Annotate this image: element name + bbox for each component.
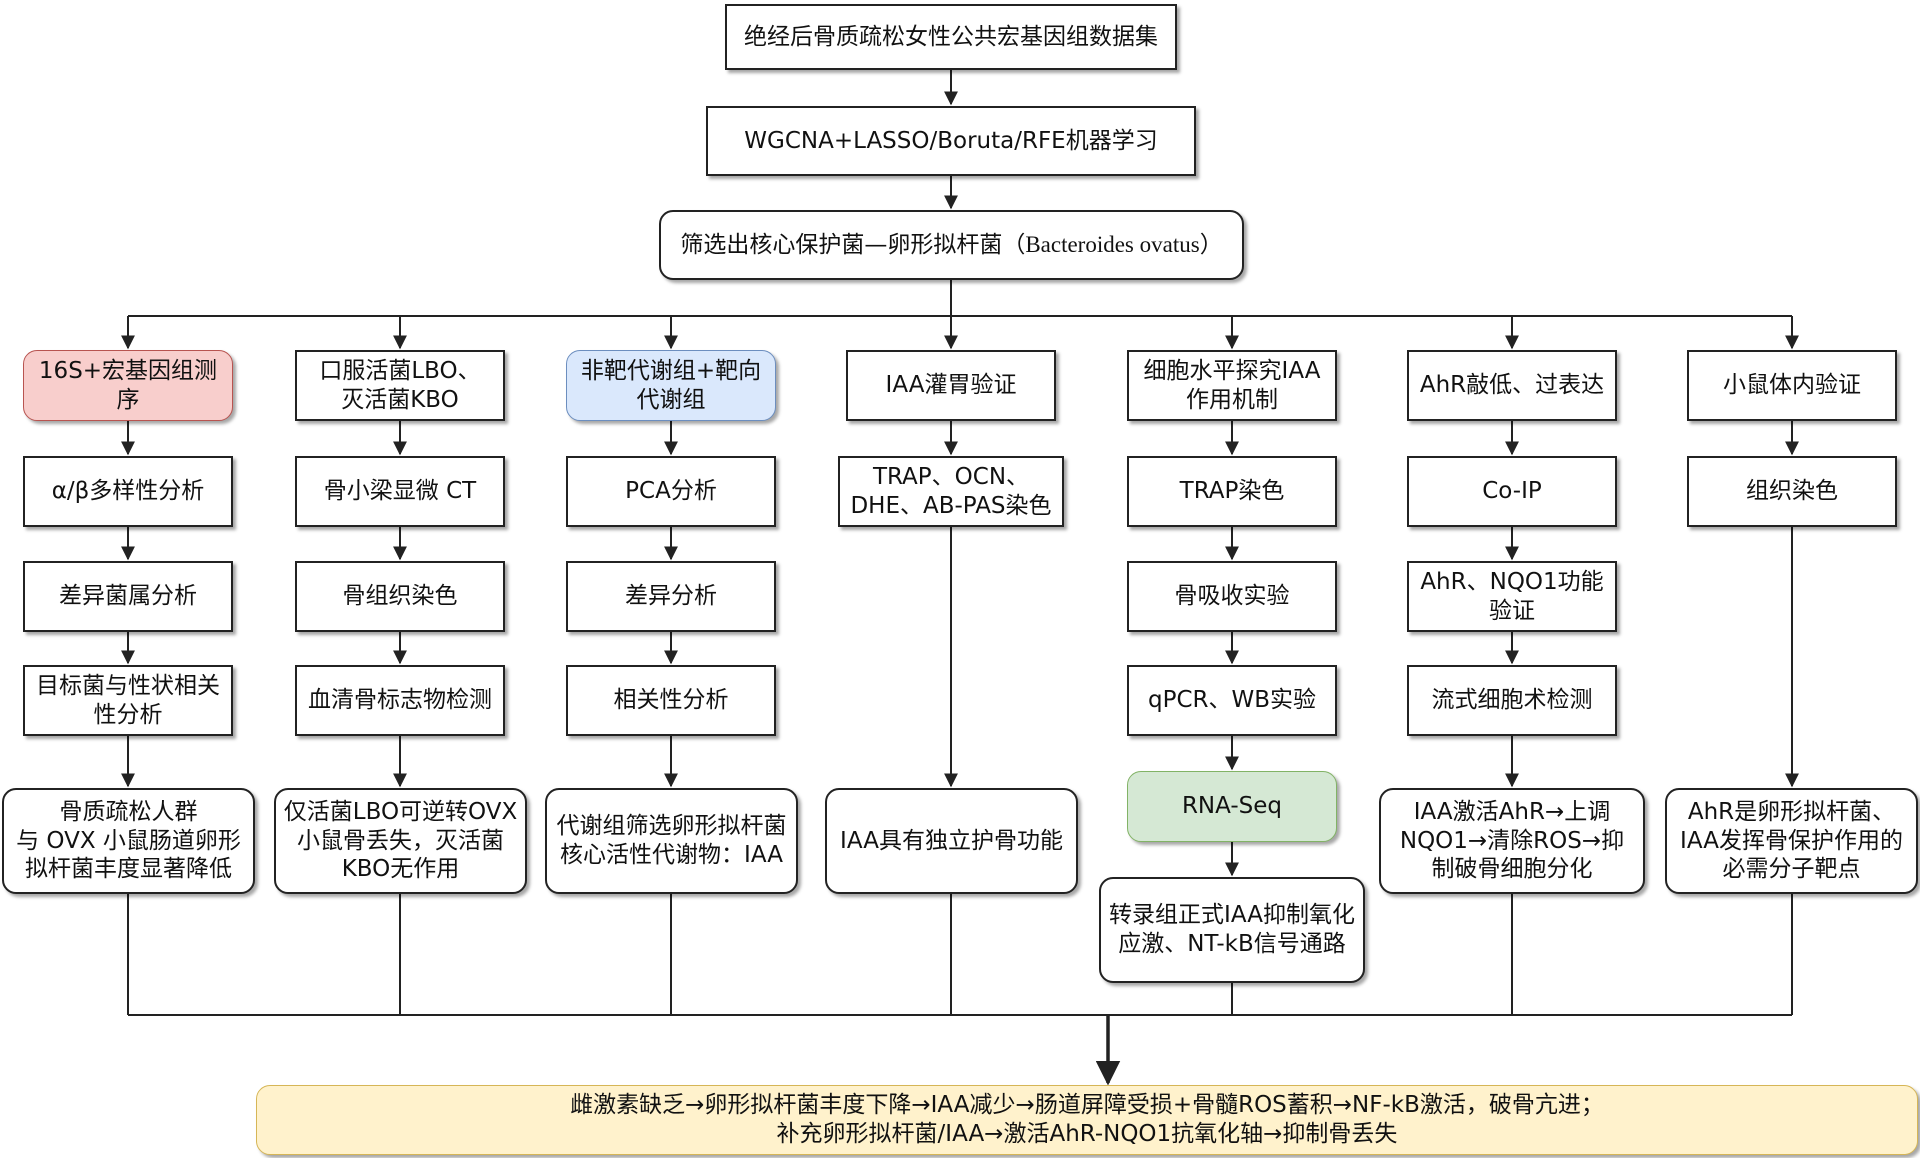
col1-step1: α/β多样性分析	[23, 456, 233, 527]
col6-result: IAA激活AhR→上调 NQO1→清除ROS→抑 制破骨细胞分化	[1379, 788, 1645, 894]
col2-step2: 骨组织染色	[295, 561, 505, 632]
col5-head: 细胞水平探究IAA 作用机制	[1127, 350, 1337, 421]
dataset-box: 绝经后骨质疏松女性公共宏基因组数据集	[725, 4, 1177, 70]
conclusion-line-2: 补充卵形拟杆菌/IAA→激活AhR-NQO1抗氧化轴→抑制骨丢失	[776, 1121, 1398, 1147]
col7-result: AhR是卵形拟杆菌、 IAA发挥骨保护作用的 必需分子靶点	[1665, 788, 1918, 894]
col3-step1: PCA分析	[566, 456, 776, 527]
col5-rnaseq: RNA-Seq	[1127, 771, 1337, 842]
ml-box: WGCNA+LASSO/Boruta/RFE机器学习	[706, 106, 1196, 176]
col5-result: 转录组正式IAA抑制氧化 应激、NT-kB信号通路	[1099, 877, 1365, 983]
col5-step3: qPCR、WB实验	[1127, 665, 1337, 736]
col2-head: 口服活菌LBO、 灭活菌KBO	[295, 350, 505, 421]
col1-step3: 目标菌与性状相关 性分析	[23, 665, 233, 736]
col7-head: 小鼠体内验证	[1687, 350, 1897, 421]
core-prefix: 筛选出核心保护菌—卵形拟杆菌（	[680, 231, 1026, 258]
col4-result: IAA具有独立护骨功能	[825, 788, 1078, 894]
col7-step1: 组织染色	[1687, 456, 1897, 527]
col1-step2: 差异菌属分析	[23, 561, 233, 632]
core-bacteria-box: 筛选出核心保护菌—卵形拟杆菌（Bacteroides ovatus）	[659, 210, 1244, 280]
col6-step2: AhR、NQO1功能 验证	[1407, 561, 1617, 632]
col3-result: 代谢组筛选卵形拟杆菌 核心活性代谢物：IAA	[545, 788, 798, 894]
col6-step1: Co-IP	[1407, 456, 1617, 527]
col2-result: 仅活菌LBO可逆转OVX 小鼠骨丢失，灭活菌 KBO无作用	[274, 788, 527, 894]
col4-step1: TRAP、OCN、 DHE、AB-PAS染色	[838, 456, 1064, 527]
conclusion-box: 雌激素缺乏→卵形拟杆菌丰度下降→IAA减少→肠道屏障受损+骨髓ROS蓄积→NF-…	[256, 1085, 1918, 1155]
col2-step1: 骨小梁显微 CT	[295, 456, 505, 527]
col6-head: AhR敲低、过表达	[1407, 350, 1617, 421]
col3-step3: 相关性分析	[566, 665, 776, 736]
core-suffix: ）	[1199, 231, 1223, 258]
col3-step2: 差异分析	[566, 561, 776, 632]
col1-head: 16S+宏基因组测序	[23, 350, 233, 421]
core-latin-name: Bacteroides ovatus	[1025, 231, 1200, 257]
col1-result: 骨质疏松人群 与 OVX 小鼠肠道卵形 拟杆菌丰度显著降低	[2, 788, 255, 894]
col2-step3: 血清骨标志物检测	[295, 665, 505, 736]
col4-head: IAA灌胃验证	[846, 350, 1056, 421]
col5-step2: 骨吸收实验	[1127, 561, 1337, 632]
conclusion-line-1: 雌激素缺乏→卵形拟杆菌丰度下降→IAA减少→肠道屏障受损+骨髓ROS蓄积→NF-…	[570, 1092, 1604, 1119]
col3-head: 非靶代谢组+靶向 代谢组	[566, 350, 776, 421]
col6-step3: 流式细胞术检测	[1407, 665, 1617, 736]
col5-step1: TRAP染色	[1127, 456, 1337, 527]
